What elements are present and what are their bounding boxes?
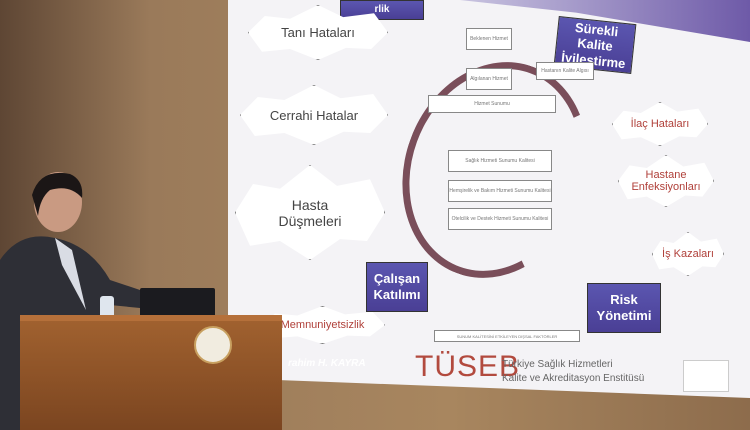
presenter-name: rahim H. KAYRA [288, 358, 366, 369]
diagram-perceived-service: Algılanan Hizmet [466, 68, 512, 90]
diagram-service-delivery: Hizmet Sunumu [428, 95, 556, 113]
partner-logo [683, 360, 729, 392]
diagram-patient-quality-perception: Hastanın Kalite Algısı [536, 62, 594, 80]
institute-line-1: Türkiye Sağlık Hizmetleri [502, 359, 613, 370]
diagram-external-factors: SUNUM KALİTESİNİ ETKİLEYEN DIŞSAL FAKTÖR… [434, 330, 580, 342]
pillar-employee-participation: Çalışan Katılımı [366, 262, 428, 312]
podium [20, 315, 282, 430]
laptop [140, 288, 215, 320]
diagram-hotel-support-quality: Otelcilik ve Destek Hizmeti Sunumu Kalit… [448, 208, 552, 230]
diagram-expected-service: Beklenen Hizmet [466, 28, 512, 50]
diagram-health-service-quality: Sağlık Hizmeti Sunumu Kalitesi [448, 150, 552, 172]
diagram-nursing-quality: Hemşirelik ve Bakım Hizmeti Sunumu Kalit… [448, 180, 552, 202]
institute-name: Türkiye Sağlık Hizmetleri Kalite ve Akre… [502, 358, 644, 386]
institute-line-2: Kalite ve Akreditasyon Enstitüsü [502, 373, 645, 384]
pillar-risk-management: Risk Yönetimi [587, 283, 661, 333]
tuseb-logo: TÜSEB [415, 350, 521, 383]
ministry-seal-emblem [194, 326, 232, 364]
